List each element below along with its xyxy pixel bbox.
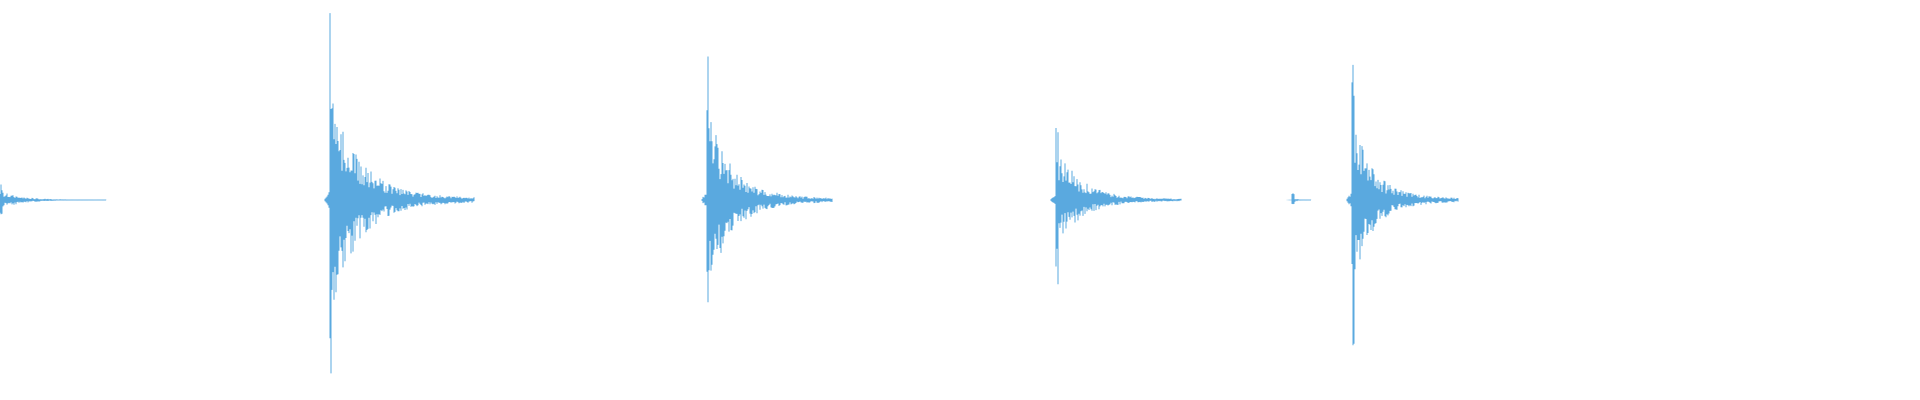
waveform-transient-envelope xyxy=(1346,64,1459,346)
waveform-transient xyxy=(1286,193,1312,205)
waveform-transient-envelope xyxy=(1286,193,1312,205)
waveform-transient-envelope xyxy=(324,13,475,374)
waveform-transient xyxy=(701,56,833,303)
waveform-transient xyxy=(0,184,107,215)
waveform-transient-envelope xyxy=(1050,128,1182,285)
waveform-transient xyxy=(1346,64,1459,346)
waveform-transient-envelope xyxy=(0,184,107,215)
waveform-transient-layer xyxy=(0,13,1459,374)
waveform-transient-envelope xyxy=(701,56,833,303)
waveform-transient xyxy=(324,13,475,374)
waveform-transient xyxy=(1050,128,1182,285)
